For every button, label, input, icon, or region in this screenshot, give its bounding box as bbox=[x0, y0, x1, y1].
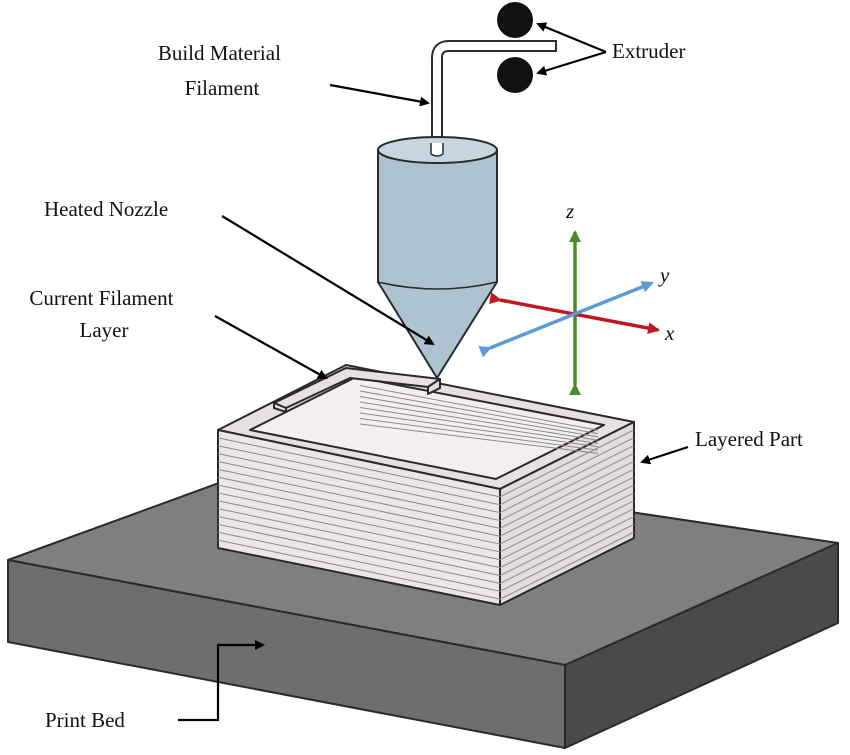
print-bed-side bbox=[564, 542, 839, 749]
extruder-roller-bottom bbox=[497, 57, 533, 93]
part-layer-line-inner bbox=[359, 418, 599, 451]
part-layer-line-side bbox=[499, 508, 635, 576]
part-layer-line-inner bbox=[359, 407, 599, 444]
current-filament-layer-end bbox=[427, 378, 441, 395]
extruder-label: Extruder bbox=[612, 39, 685, 63]
part-layer-line-front bbox=[217, 516, 501, 577]
part-layer-line-side bbox=[499, 531, 635, 600]
part-layer-line-side bbox=[499, 492, 635, 561]
part-layer-line-side bbox=[499, 468, 635, 537]
leader-extruder-bottom bbox=[536, 50, 607, 76]
leader-extruder-top bbox=[536, 22, 607, 54]
part-layer-line-side bbox=[499, 515, 635, 584]
heated-nozzle bbox=[377, 136, 498, 379]
part-layer-line-inner bbox=[359, 385, 599, 431]
part-layer-line-side bbox=[499, 523, 635, 592]
leader-heated-nozzle bbox=[221, 215, 435, 346]
layered-part-label: Layered Part bbox=[695, 427, 803, 451]
coordinate-axes: z y x bbox=[478, 199, 675, 395]
part-layer-line-front bbox=[217, 445, 501, 506]
heated-nozzle-label: Heated Nozzle bbox=[44, 197, 168, 221]
part-layer-line-side bbox=[499, 460, 635, 529]
part-layer-line-front bbox=[217, 453, 501, 514]
current-filament-layer-front bbox=[273, 402, 287, 413]
part-layer-line-front bbox=[217, 531, 501, 592]
part-layer-line-side bbox=[499, 476, 635, 545]
part-layer-line-front bbox=[217, 437, 501, 498]
leader-current-layer bbox=[214, 315, 328, 379]
part-layer-line-inner bbox=[359, 423, 599, 454]
part-layer-line-front bbox=[217, 508, 501, 569]
part-layer-lines bbox=[217, 385, 635, 600]
nozzle-body bbox=[377, 149, 498, 379]
part-layer-line-side bbox=[499, 429, 635, 498]
part-layer-line-front bbox=[217, 500, 501, 561]
part-layer-line-front bbox=[217, 523, 501, 584]
leader-arrows bbox=[178, 22, 689, 722]
part-layer-line-front bbox=[217, 492, 501, 553]
leader-build-material bbox=[329, 83, 430, 107]
part-layer-line-inner bbox=[359, 401, 599, 441]
x-axis-label: x bbox=[664, 321, 675, 345]
print-bed-label: Print Bed bbox=[45, 708, 125, 732]
part-layer-line-front bbox=[217, 468, 501, 529]
part-layer-line-side bbox=[499, 437, 635, 506]
extruder-roller-top bbox=[497, 2, 533, 38]
part-layer-line-side bbox=[499, 500, 635, 569]
part-layer-line-front bbox=[217, 476, 501, 537]
part-layer-line-front bbox=[217, 460, 501, 521]
part-layer-line-inner bbox=[359, 390, 599, 435]
current-layer-label: Current Filament Layer bbox=[29, 286, 178, 342]
part-layer-line-inner bbox=[359, 412, 599, 448]
part-layer-line-side bbox=[499, 445, 635, 514]
part-layer-line-side bbox=[499, 484, 635, 553]
x-axis-arrow bbox=[489, 292, 660, 335]
build-material-label: Build Material Filament bbox=[158, 41, 286, 100]
z-axis-label: z bbox=[565, 199, 574, 223]
extruder-assembly bbox=[431, 2, 557, 155]
layered-part bbox=[217, 364, 635, 606]
part-layer-line-front bbox=[217, 484, 501, 545]
part-layer-line-inner bbox=[359, 396, 599, 438]
part-layer-line-front bbox=[217, 539, 501, 600]
labels: Build Material Filament Extruder Heated … bbox=[29, 39, 803, 732]
nozzle-filament-inlet bbox=[430, 143, 444, 157]
filament-core bbox=[433, 42, 556, 155]
y-axis-arrow bbox=[478, 281, 654, 358]
leader-layered-part bbox=[640, 445, 689, 465]
part-inner-cavity bbox=[249, 376, 605, 480]
leader-print-bed bbox=[178, 640, 265, 722]
y-axis-label: y bbox=[658, 263, 670, 287]
part-layer-line-side bbox=[499, 453, 635, 521]
